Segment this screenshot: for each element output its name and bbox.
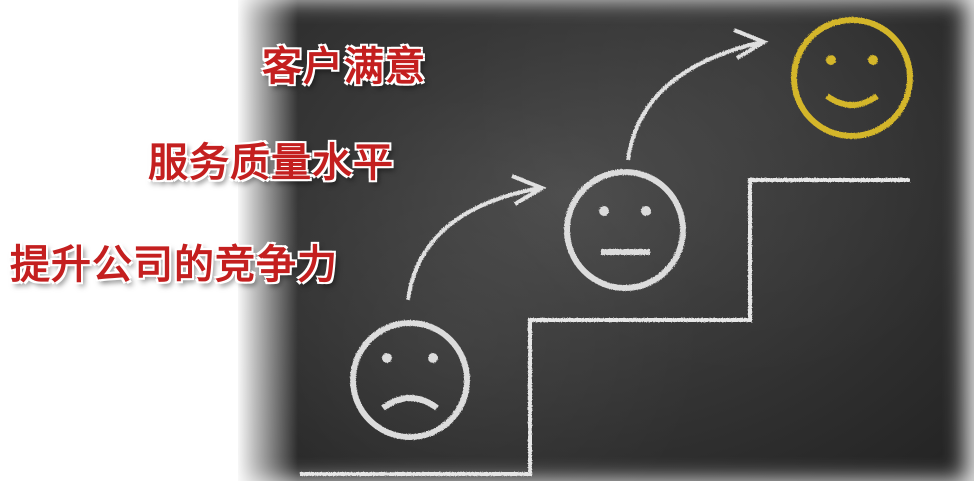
curved-arrow-icon (406, 174, 547, 301)
service-quality-label: 服务质量水平 (148, 140, 394, 186)
curved-arrow-icon (626, 28, 769, 161)
staircase-line (300, 178, 910, 476)
competitiveness-label: 提升公司的竞争力 (10, 242, 338, 288)
sad-face-icon (350, 320, 470, 440)
customer-satisfaction-label: 客户满意 (262, 44, 426, 90)
neutral-face-icon (564, 169, 686, 291)
chalkboard-edge-fade (238, 0, 298, 481)
chalkboard-background (238, 0, 974, 481)
happy-face-icon (791, 17, 913, 139)
